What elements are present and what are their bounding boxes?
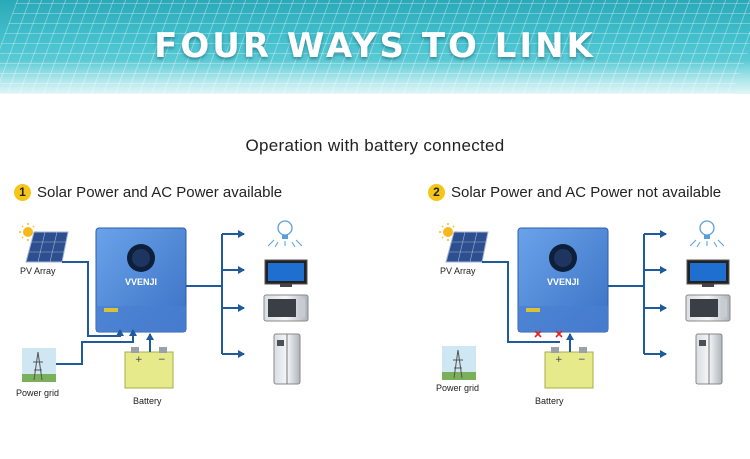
microwave-icon [263, 294, 309, 322]
inverter-brand: VVENJI [547, 277, 579, 287]
pv-array-icon [18, 222, 69, 263]
battery-icon: + − [544, 347, 594, 389]
scenario-2-diagram: VVENJI + − [438, 220, 731, 389]
pv-array-label: PV Array [20, 266, 56, 276]
battery-label: Battery [133, 396, 162, 406]
banner-fade [0, 60, 750, 94]
microwave-icon [685, 294, 731, 322]
scenario-1-heading: 1 Solar Power and AC Power available [14, 184, 282, 201]
battery-label: Battery [535, 396, 564, 406]
power-grid-icon [442, 346, 476, 380]
scenario-1-diagram: VVENJI + − [18, 220, 309, 389]
banner-title: FOUR WAYS TO LINK [154, 26, 596, 66]
refrigerator-icon [695, 333, 723, 385]
power-grid-icon [22, 348, 56, 382]
svg-text:−: − [158, 355, 166, 365]
inverter-icon: VVENJI [517, 227, 609, 333]
svg-text:+: + [555, 355, 563, 365]
scenario-1-number-badge: 1 [14, 184, 31, 201]
lamp-icon [267, 220, 303, 248]
scenario-2-number-badge: 2 [428, 184, 445, 201]
battery-icon: + − [124, 347, 174, 389]
page-subtitle: Operation with battery connected [245, 136, 505, 155]
scenario-1-wires [56, 230, 245, 365]
power-grid-label: Power grid [436, 383, 480, 393]
inverter-brand: VVENJI [125, 277, 157, 287]
disconnected-cross-icon [555, 330, 563, 338]
header-banner: FOUR WAYS TO LINK [0, 0, 750, 94]
svg-text:+: + [135, 355, 143, 365]
tv-icon [264, 259, 308, 287]
pv-array-label: PV Array [440, 266, 476, 276]
power-grid-label: Power grid [16, 388, 60, 398]
tv-icon [686, 259, 730, 287]
scenario-2-heading: 2 Solar Power and AC Power not available [428, 184, 721, 201]
pv-array-icon [438, 222, 489, 263]
inverter-icon: VVENJI [95, 227, 187, 333]
lamp-icon [689, 220, 725, 248]
scenario-1-title: Solar Power and AC Power available [37, 184, 283, 201]
disconnected-cross-icon [534, 330, 542, 338]
scenario-2-title: Solar Power and AC Power not available [451, 184, 722, 201]
refrigerator-icon [273, 333, 301, 385]
scenario-2-wires [482, 230, 667, 358]
svg-text:−: − [578, 355, 586, 365]
